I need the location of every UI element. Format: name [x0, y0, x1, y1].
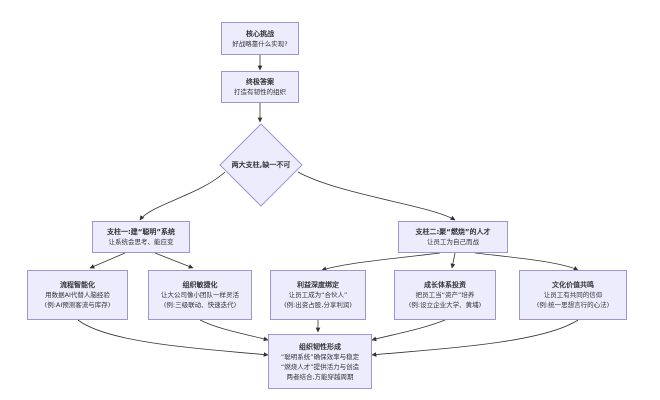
ultimate-answer-node: 终极答案 打造有韧性的组织 — [221, 71, 299, 103]
edge-pillar2-to-profit — [321, 252, 441, 272]
edge-pillar1-to-agile — [154, 252, 194, 269]
process-intelligence-text: 用数据AI代替人脑经验 — [45, 291, 110, 299]
organizational-agility-node: 组织敏捷化 让大公司像小团队一样灵活 (例:三级联动、快速迭代) — [148, 270, 252, 320]
decision-text: 两大支柱,缺一不可 — [231, 161, 291, 169]
edge-pillar2-to-culture — [474, 252, 579, 271]
resilience-result-line-3: 两者结合,方能穿越周期 — [286, 372, 354, 381]
decision-diamond — [219, 123, 303, 207]
resilience-result-line-1: “聪明系统”确保效率与稳定 — [280, 352, 360, 361]
edge-process-to-result — [77, 319, 269, 357]
cultural-resonance-example: (例:统一思想言行的心法) — [536, 301, 610, 309]
pillar-two-text: 让员工为自己而战 — [427, 238, 479, 246]
organizational-agility-title: 组织敏捷化 — [182, 281, 218, 289]
growth-investment-example: (例:设立企业大学、黄埔) — [408, 301, 482, 309]
edge-decision-to-pillar2 — [297, 171, 456, 221]
cultural-resonance-title: 文化价值共鸣 — [552, 281, 594, 289]
pillar-one-node: 支柱一:建“聪明”系统 让系统会思考、能应变 — [92, 221, 190, 253]
profit-binding-text: 让员工成为“合伙人” — [288, 291, 348, 299]
profit-binding-example: (例:出资占股,分享利润) — [284, 301, 352, 309]
growth-investment-title: 成长体系投资 — [424, 281, 466, 289]
pillar-one-text: 让系统会思考、能应变 — [108, 238, 174, 246]
edge-growth-to-result — [371, 319, 446, 342]
growth-investment-text: 把员工当“资产”培养 — [415, 291, 475, 299]
profit-binding-title: 利益深度绑定 — [297, 281, 339, 289]
edge-agile-to-result — [199, 319, 269, 342]
pillar-one-title: 支柱一:建“聪明”系统 — [106, 228, 175, 236]
edge-culture-to-result — [371, 319, 579, 357]
organizational-agility-text: 让大公司像小团队一样灵活 — [161, 291, 239, 299]
pillar-two-title: 支柱二:聚“燃烧”的人才 — [415, 228, 491, 236]
edge-pillar2-to-growth — [450, 252, 456, 269]
edge-decision-to-pillar1 — [139, 171, 226, 221]
core-challenge-node: 核心挑战 好战略靠什么实现? — [221, 22, 299, 55]
process-intelligence-title: 流程智能化 — [60, 281, 95, 289]
core-challenge-title: 核心挑战 — [246, 29, 274, 38]
ultimate-answer-text: 打造有韧性的组织 — [234, 88, 286, 96]
process-intelligence-node: 流程智能化 用数据AI代替人脑经验 (例:AI预测客流与库存) — [27, 270, 128, 320]
core-challenge-text: 好战略靠什么实现? — [232, 39, 288, 48]
resilience-result-title: 组织韧性形成 — [299, 342, 341, 351]
edge-pillar1-to-process — [89, 252, 126, 269]
profit-binding-node: 利益深度绑定 让员工成为“合伙人” (例:出资占股,分享利润) — [270, 270, 366, 320]
growth-investment-node: 成长体系投资 把员工当“资产”培养 (例:设立企业大学、黄埔) — [394, 270, 496, 320]
cultural-resonance-text: 让员工有共同的信仰 — [543, 291, 603, 299]
organizational-agility-example: (例:三级联动、快速迭代) — [163, 301, 237, 309]
resilience-result-line-2: “燃烧人才”提供活力与创造 — [280, 362, 360, 371]
resilience-result-node: 组织韧性形成 “聪明系统”确保效率与稳定 “燃烧人才”提供活力与创造 两者结合,… — [268, 334, 372, 389]
process-intelligence-example: (例:AI预测客流与库存) — [44, 301, 111, 309]
cultural-resonance-node: 文化价值共鸣 让员工有共同的信仰 (例:统一思想言行的心法) — [519, 270, 627, 320]
pillar-two-node: 支柱二:聚“燃烧”的人才 让员工为自己而战 — [398, 221, 508, 253]
ultimate-answer-title: 终极答案 — [246, 78, 274, 86]
decision-node: 两大支柱,缺一不可 — [220, 124, 302, 206]
